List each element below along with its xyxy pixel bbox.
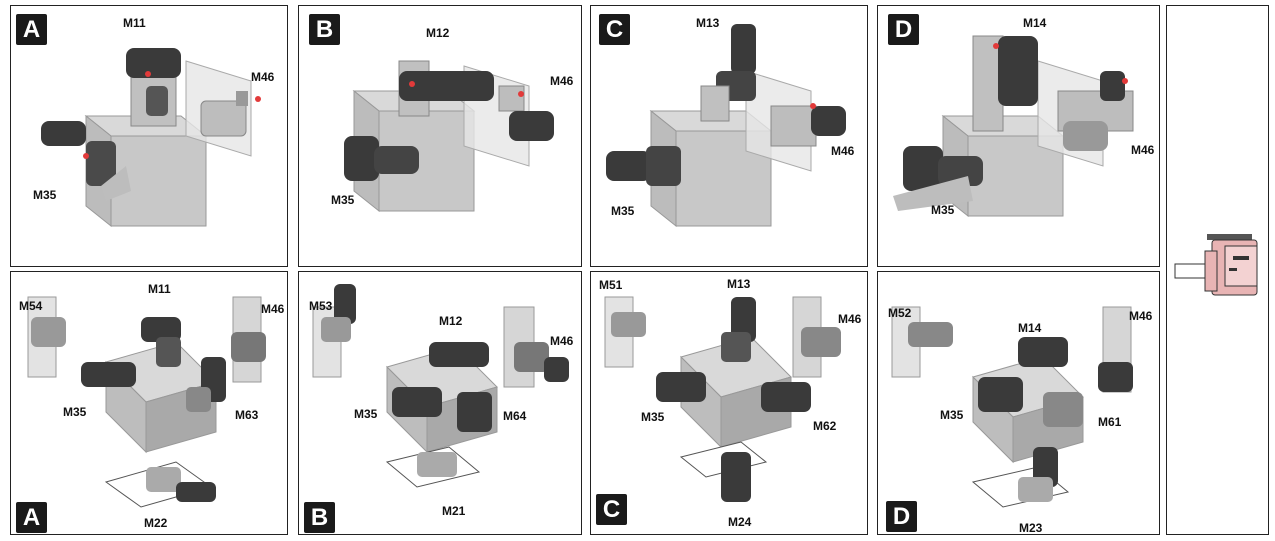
label: M35 xyxy=(33,188,57,202)
label: M35 xyxy=(931,203,955,217)
label: M63 xyxy=(235,408,259,422)
label: M35 xyxy=(354,407,378,421)
panel-badge: C xyxy=(599,14,630,45)
label: M54 xyxy=(19,299,43,313)
label: M46 xyxy=(251,70,275,84)
label: M52 xyxy=(888,306,912,320)
label: M14 xyxy=(1023,16,1047,30)
label: M51 xyxy=(599,278,623,292)
label: M62 xyxy=(813,419,837,433)
label: M35 xyxy=(63,405,87,419)
label: M21 xyxy=(442,504,466,518)
mounting-illustration xyxy=(893,35,1134,218)
mounting-illustration xyxy=(604,296,841,502)
panel-badge: C xyxy=(596,494,627,525)
label: M46 xyxy=(1131,143,1155,157)
label: M13 xyxy=(727,277,751,291)
panel-badge: A xyxy=(16,14,47,45)
panel-badge: D xyxy=(886,501,917,532)
label: M23 xyxy=(1019,521,1043,535)
label: M11 xyxy=(148,282,171,296)
panel-c-bottom: M51 M13 M46 M35 M62 M24 C xyxy=(590,271,868,535)
panel-c-top: C M13 M46 M35 xyxy=(590,5,868,267)
label: M13 xyxy=(696,16,720,30)
panel-badge: B xyxy=(304,502,335,533)
label: M12 xyxy=(439,314,463,328)
panel-b-top: B M12 M46 M35 xyxy=(298,5,582,267)
mounting-illustration xyxy=(891,306,1133,508)
mounting-illustration xyxy=(312,284,569,488)
panel-badge: B xyxy=(309,14,340,45)
mounting-illustration xyxy=(41,48,261,228)
label: M61 xyxy=(1098,415,1122,429)
label: M46 xyxy=(261,302,285,316)
mounting-illustration xyxy=(344,60,554,213)
label: M11 xyxy=(123,16,146,30)
label: M22 xyxy=(144,516,168,530)
label: M53 xyxy=(309,299,333,313)
side-gearbox-icon xyxy=(1174,234,1258,296)
label: M64 xyxy=(503,409,527,423)
label: M35 xyxy=(611,204,635,218)
panel-a-bottom: M11 M54 M46 M35 M63 M22 A xyxy=(10,271,288,535)
label: M24 xyxy=(728,515,752,529)
panel-badge: D xyxy=(888,14,919,45)
panel-d-top: D M14 M46 M35 xyxy=(877,5,1160,267)
panel-d-bottom: M52 M14 M46 M35 M61 M23 D xyxy=(877,271,1160,535)
label: M46 xyxy=(550,74,574,88)
panel-b-bottom: M53 M12 M46 M35 M64 M21 B xyxy=(298,271,582,535)
label: M46 xyxy=(831,144,855,158)
mounting-illustration xyxy=(27,296,266,508)
label: M46 xyxy=(838,312,862,326)
label: M35 xyxy=(641,410,665,424)
side-panel xyxy=(1166,5,1269,535)
label: M35 xyxy=(331,193,355,207)
panel-badge: A xyxy=(16,502,47,533)
label: M14 xyxy=(1018,321,1042,335)
label: M12 xyxy=(426,26,450,40)
panel-a-top: A M11 M46 M35 xyxy=(10,5,288,267)
mounting-illustration xyxy=(606,24,846,228)
label: M46 xyxy=(550,334,574,348)
label: M35 xyxy=(940,408,964,422)
label: M46 xyxy=(1129,309,1153,323)
